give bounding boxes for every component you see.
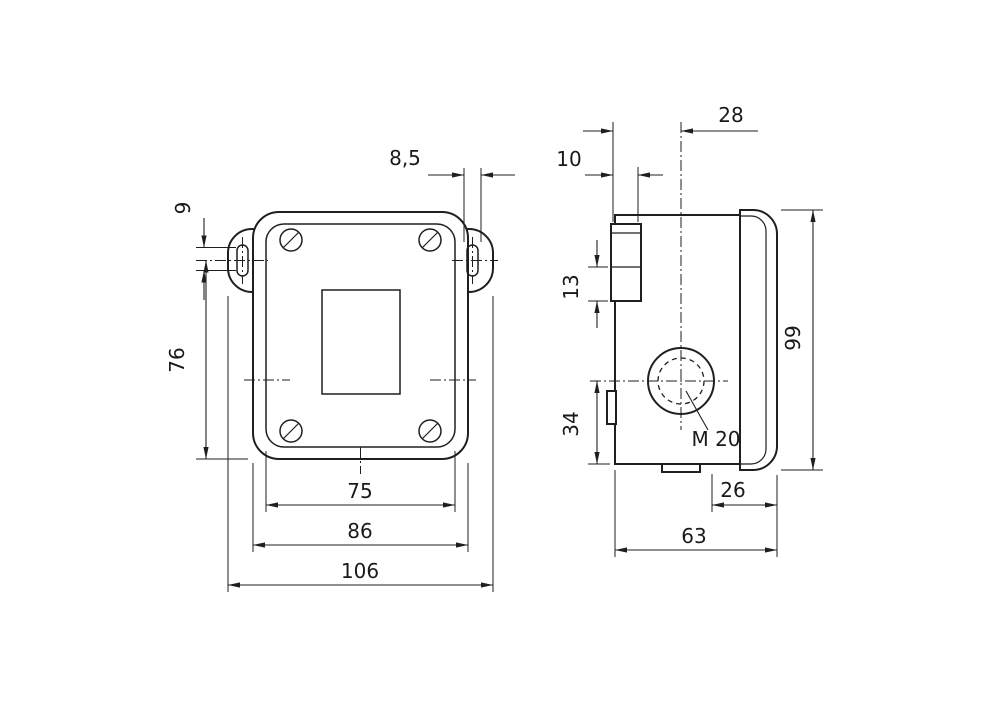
terminal-block <box>610 223 642 302</box>
dim-label-75: 75 <box>347 479 372 503</box>
cover-seam <box>740 215 767 465</box>
dim-label-63: 63 <box>681 524 706 548</box>
screw-bottom-right-icon <box>418 419 442 443</box>
screw-top-right-icon <box>418 228 442 252</box>
dim-body-width: 86 <box>252 463 469 552</box>
dim-mount-to-bottom: 76 <box>165 260 248 460</box>
dim-overall-depth: 63 <box>614 470 777 557</box>
dim-cover-depth: 26 <box>711 474 778 557</box>
dim-gland-to-bottom: 34 <box>559 381 610 465</box>
dim-face-to-gland: 28 <box>583 103 758 222</box>
dim-slot-height: 9 <box>171 202 236 300</box>
dim-label-28: 28 <box>718 103 743 127</box>
screw-top-left-icon <box>279 228 303 252</box>
dim-opening-width: 75 <box>265 451 456 512</box>
dim-label-106: 106 <box>341 559 379 583</box>
dim-label-26: 26 <box>720 478 745 502</box>
side-tab-left <box>606 390 617 425</box>
dim-label-34: 34 <box>559 411 583 436</box>
dim-label-8-5: 8,5 <box>389 146 421 170</box>
front-centerlines <box>196 237 498 474</box>
screw-bottom-left-icon <box>279 419 303 443</box>
dim-label-99: 99 <box>781 325 805 350</box>
bottom-foot <box>661 463 701 473</box>
dim-slot-width: 8,5 <box>389 146 515 242</box>
dim-label-76: 76 <box>165 347 189 372</box>
dim-block-depth: 10 <box>556 147 663 222</box>
dim-label-10: 10 <box>556 147 581 171</box>
dim-label-9: 9 <box>171 202 195 215</box>
side-view: M 20 28 10 13 34 <box>556 103 823 557</box>
dim-block-height: 13 <box>559 240 608 328</box>
gland-thread-callout: M 20 <box>685 390 741 451</box>
label-m20: M 20 <box>691 427 740 451</box>
enclosure-body-front <box>252 211 469 460</box>
dim-label-86: 86 <box>347 519 372 543</box>
dim-overall-height: 99 <box>781 209 823 471</box>
dim-overall-width: 106 <box>227 296 494 592</box>
side-centerlines <box>590 122 728 430</box>
front-view: 9 76 8,5 75 86 <box>165 146 515 592</box>
cover-side <box>739 209 778 471</box>
dim-label-13: 13 <box>559 274 583 299</box>
center-opening <box>321 289 401 395</box>
corner-screws <box>279 228 442 443</box>
